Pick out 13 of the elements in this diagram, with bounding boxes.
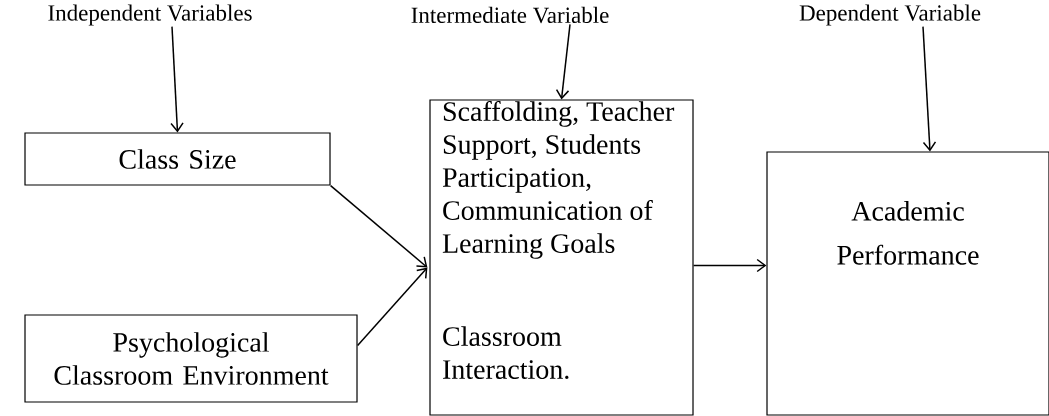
heading-label: Dependent Variable xyxy=(799,4,981,26)
arrow xyxy=(170,25,184,133)
heading-label: Intermediate Variable xyxy=(411,6,609,24)
variable-box: Class Size xyxy=(24,132,331,186)
arrow xyxy=(555,23,571,100)
variable-box: Academic Performance xyxy=(766,151,1049,416)
arrow xyxy=(692,258,767,273)
variable-box: Psychological Classroom Environment xyxy=(24,314,358,403)
variable-box: Scaffolding, Teacher Support, Students Participation, Communication of Learning Goals Classroom Interaction. xyxy=(429,99,694,416)
heading-label: Independent Variables xyxy=(48,4,252,26)
arrow xyxy=(329,184,428,268)
arrow xyxy=(922,25,937,152)
arrow xyxy=(356,267,428,347)
